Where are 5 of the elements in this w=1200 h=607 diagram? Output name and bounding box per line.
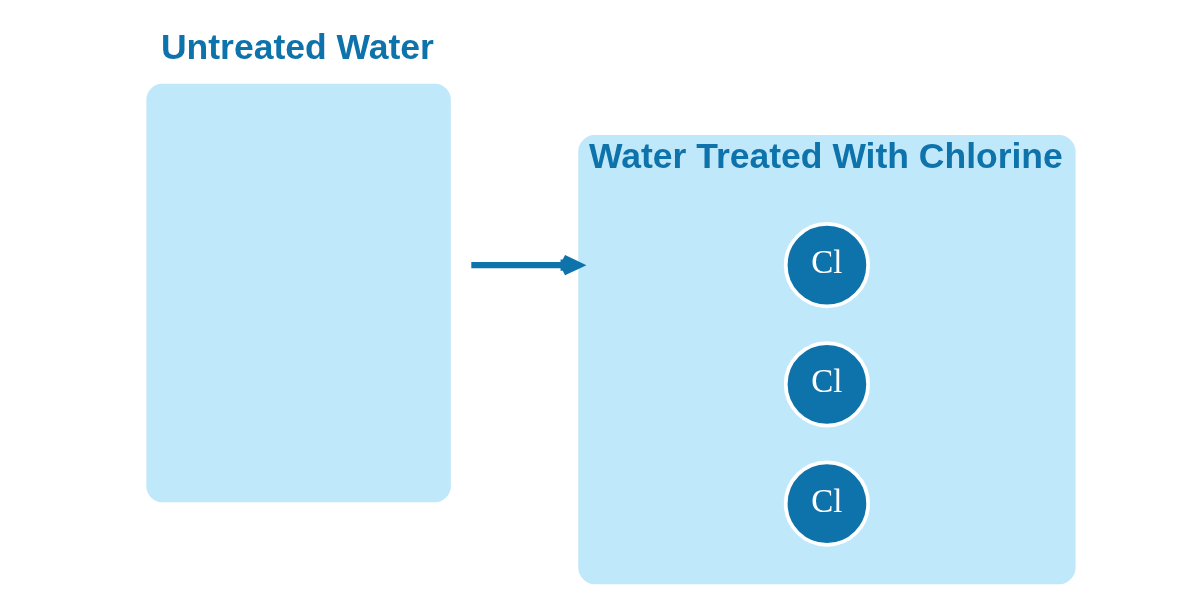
node-label: Untreated Water (160, 26, 434, 67)
node-circle: Cl (783, 341, 870, 428)
node-circle: Cl (783, 460, 870, 547)
node-circle: Cl (783, 222, 870, 309)
node-box (145, 83, 451, 503)
